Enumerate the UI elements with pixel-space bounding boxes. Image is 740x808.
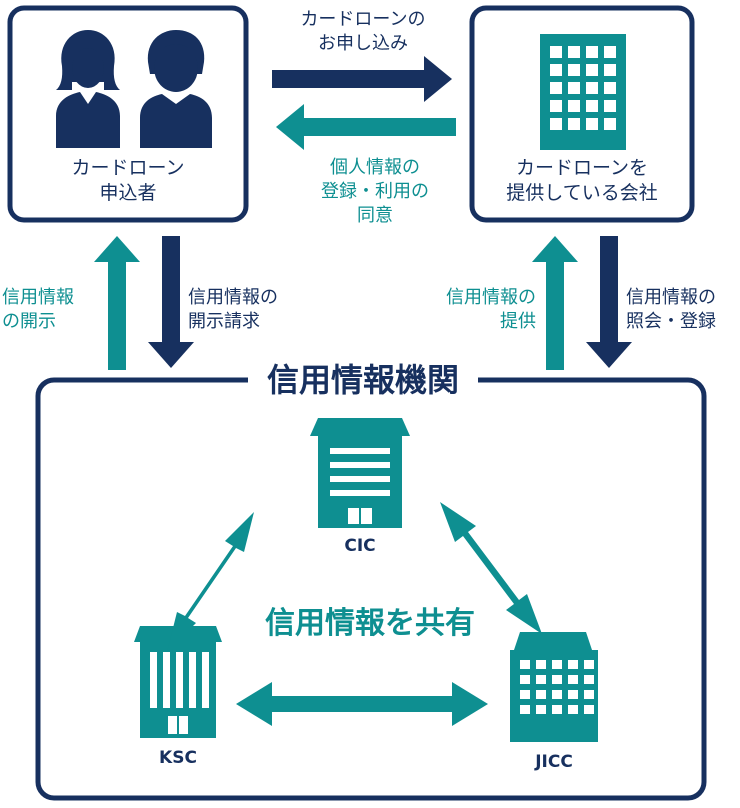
window — [568, 690, 578, 699]
consent-label-line1: 個人情報の — [330, 157, 420, 178]
window — [550, 118, 562, 130]
window — [584, 660, 594, 669]
window — [536, 690, 546, 699]
jicc-building-icon — [510, 632, 598, 742]
right-down-arrow — [586, 236, 632, 368]
applicant-label-line1: カードローン — [71, 157, 185, 179]
window — [604, 100, 616, 112]
right-up-label-line2: 提供 — [500, 311, 536, 332]
ksc-label: KSC — [159, 748, 197, 768]
window — [568, 100, 580, 112]
window — [568, 46, 580, 58]
jicc-label: JICC — [535, 752, 573, 772]
applicant-label-line2: 申込者 — [99, 182, 157, 204]
consent-label-line3: 同意 — [357, 205, 393, 226]
consent-arrow — [276, 104, 456, 150]
window — [536, 705, 546, 714]
agency-title: 信用情報機関 — [266, 361, 459, 399]
applicant-label: カードローン 申込者 — [10, 156, 246, 206]
window — [536, 660, 546, 669]
cic-building-icon — [310, 418, 410, 528]
consent-label: 個人情報の 登録・利用の 同意 — [290, 156, 460, 228]
company-building-icon — [540, 34, 626, 150]
window — [586, 82, 598, 94]
application-arrow — [272, 56, 452, 102]
window — [604, 118, 616, 130]
window — [550, 46, 562, 58]
right-down-label: 信用情報の 照会・登録 — [626, 286, 738, 334]
applicant-woman-icon — [56, 30, 120, 148]
right-up-label: 信用情報の 提供 — [426, 286, 536, 334]
window — [550, 64, 562, 76]
company-label-line2: 提供している会社 — [506, 182, 658, 204]
applicant-man-icon — [140, 30, 212, 148]
window — [568, 705, 578, 714]
cic-ksc-double-arrow — [167, 512, 254, 652]
window — [520, 675, 530, 684]
window — [550, 82, 562, 94]
window — [604, 82, 616, 94]
right-up-label-line1: 信用情報の — [446, 287, 536, 308]
cic-jicc-double-arrow — [440, 502, 542, 634]
left-up-label: 信用情報 の開示 — [2, 286, 102, 334]
share-label: 信用情報を共有 — [265, 606, 475, 641]
window — [536, 675, 546, 684]
window — [552, 690, 562, 699]
window — [604, 46, 616, 58]
application-label-line1: カードローンの — [300, 9, 426, 30]
left-down-label-line1: 信用情報の — [188, 287, 278, 308]
window — [568, 118, 580, 130]
window — [552, 705, 562, 714]
window — [520, 705, 530, 714]
window — [586, 64, 598, 76]
window — [586, 118, 598, 130]
ksc-building-icon — [134, 626, 222, 738]
left-down-label: 信用情報の 開示請求 — [188, 286, 308, 334]
right-up-arrow — [532, 236, 578, 370]
ksc-jicc-double-arrow — [236, 682, 488, 726]
window — [568, 82, 580, 94]
window — [584, 675, 594, 684]
window — [552, 675, 562, 684]
window — [604, 64, 616, 76]
window — [584, 705, 594, 714]
right-down-label-line2: 照会・登録 — [626, 311, 716, 332]
window — [552, 660, 562, 669]
application-label-line2: お申し込み — [318, 33, 408, 54]
application-label: カードローンの お申し込み — [268, 8, 458, 56]
left-up-label-line1: 信用情報 — [2, 287, 74, 308]
window — [584, 690, 594, 699]
left-up-label-line2: の開示 — [2, 311, 56, 332]
left-down-arrow — [148, 236, 194, 368]
window — [586, 100, 598, 112]
window — [568, 64, 580, 76]
company-label-line1: カードローンを — [515, 157, 649, 179]
window — [550, 100, 562, 112]
right-down-label-line1: 信用情報の — [626, 287, 716, 308]
window — [520, 660, 530, 669]
left-down-label-line2: 開示請求 — [188, 311, 260, 332]
consent-label-line2: 登録・利用の — [321, 181, 429, 202]
window — [568, 675, 578, 684]
window — [586, 46, 598, 58]
left-up-arrow — [94, 236, 140, 370]
company-label: カードローンを 提供している会社 — [472, 156, 692, 206]
cic-label: CIC — [344, 536, 376, 556]
window — [568, 660, 578, 669]
window — [520, 690, 530, 699]
